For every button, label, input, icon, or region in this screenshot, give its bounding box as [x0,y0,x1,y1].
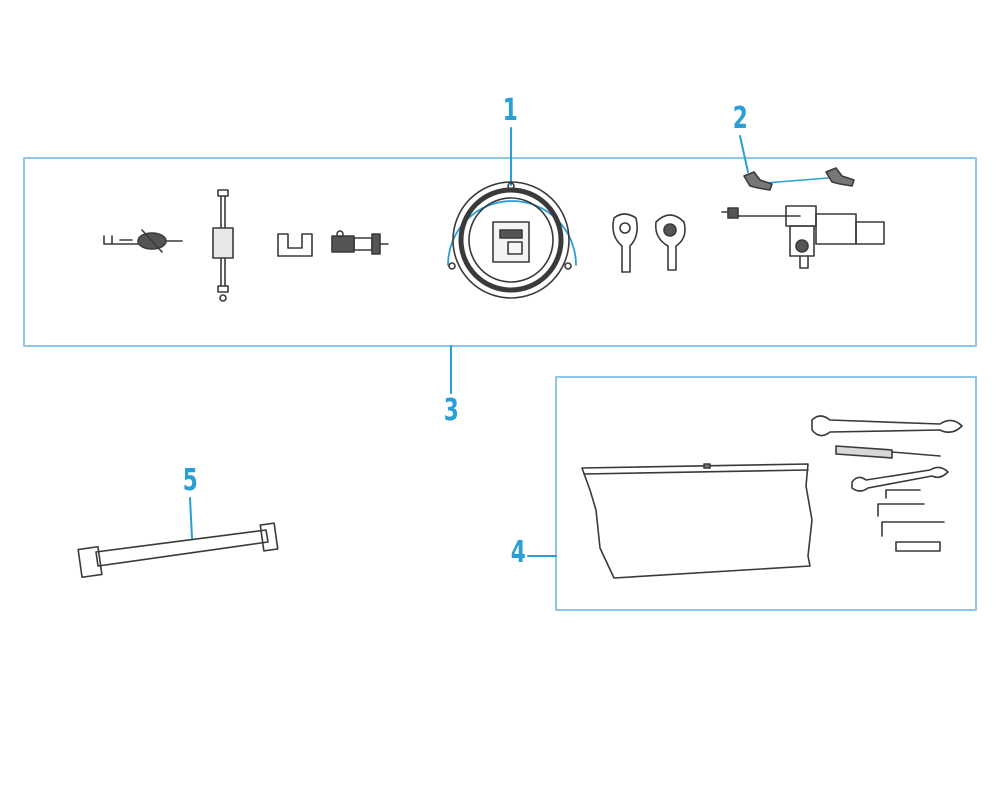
strap-part [77,522,279,579]
lock-cylinder-part [331,230,389,255]
hook-lock-part [103,229,183,253]
screwdriver-part [835,445,941,459]
tool-bag-part [581,463,813,579]
screw-right-part [825,167,855,187]
u-bracket-part [277,233,313,257]
leader-5 [189,497,193,539]
hex-key-2-part [877,503,925,517]
callout-4: 4 [510,535,526,570]
key-1-part [612,213,638,273]
callout-5: 5 [182,463,198,498]
group-4-frame [555,376,977,611]
callout-3: 3 [443,393,459,428]
spark-plug-tool-part [895,541,941,552]
open-wrench-part [811,415,963,437]
group-3-frame [23,157,977,347]
leader-2b [764,177,829,184]
key-2-part [654,214,686,271]
fuel-cap-part [447,181,577,299]
callout-2: 2 [732,101,748,136]
screw-left-part [743,171,773,191]
callout-1: 1 [502,93,518,128]
rod-part [212,189,234,302]
lock-housing-part [721,205,885,269]
leader-2 [739,135,749,173]
hex-key-3-part [881,521,945,537]
hex-key-1-part [885,489,921,499]
small-wrench-part [851,466,949,492]
